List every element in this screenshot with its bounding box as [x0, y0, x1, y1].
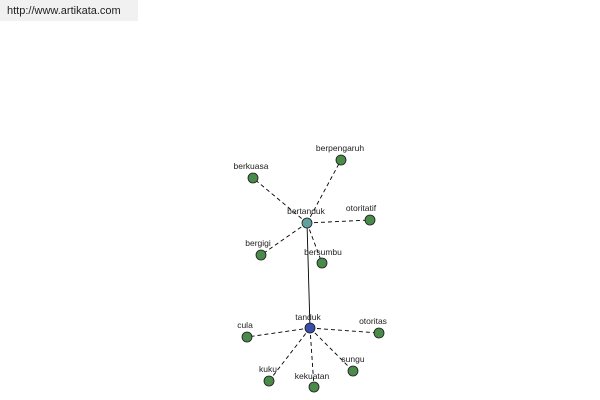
label-sungu: sungu: [341, 354, 364, 364]
label-bergigi: bergigi: [245, 238, 271, 248]
label-berpengaruh: berpengaruh: [316, 143, 364, 153]
graph-nodes: [241, 154, 385, 393]
label-bertanduk: bertanduk: [287, 206, 326, 216]
node-kekuatan[interactable]: [308, 381, 320, 393]
edge-tanduk-otoritas: [309, 327, 380, 334]
label-kekuatan: kekuatan: [295, 371, 330, 381]
edge-bertanduk-tanduk: [306, 222, 311, 329]
label-cula: cula: [237, 320, 253, 330]
node-bergigi[interactable]: [255, 249, 267, 261]
label-kuku: kuku: [259, 364, 277, 374]
label-otoritas: otoritas: [359, 316, 387, 326]
node-kuku[interactable]: [263, 375, 275, 387]
edge-tanduk-kekuatan: [309, 327, 315, 388]
edge-bertanduk-berpengaruh: [306, 159, 342, 224]
graph-edges: [246, 159, 380, 388]
node-berpengaruh[interactable]: [335, 154, 347, 166]
edge-bertanduk-otoritatif: [306, 219, 371, 224]
edge-bertanduk-bersumbu: [306, 222, 323, 264]
source-url[interactable]: http://www.artikata.com: [0, 0, 138, 21]
edge-bertanduk-berkuasa: [252, 177, 308, 224]
node-sungu[interactable]: [347, 365, 359, 377]
label-tanduk: tanduk: [295, 312, 321, 322]
node-tanduk[interactable]: [304, 322, 316, 334]
node-bersumbu[interactable]: [316, 257, 328, 269]
node-otoritas[interactable]: [373, 327, 385, 339]
node-cula[interactable]: [241, 331, 253, 343]
label-berkuasa: berkuasa: [234, 161, 269, 171]
label-bersumbu: bersumbu: [304, 247, 342, 257]
edge-tanduk-sungu: [309, 327, 354, 372]
edge-tanduk-cula: [246, 327, 311, 338]
label-otoritatif: otoritatif: [346, 203, 377, 213]
node-bertanduk[interactable]: [301, 217, 313, 229]
edge-bertanduk-bergigi: [260, 222, 308, 256]
node-berkuasa[interactable]: [247, 172, 259, 184]
node-otoritatif[interactable]: [364, 214, 376, 226]
graph-labels: tanduk bertanduk berpengaruh berkuasa otorit…: [234, 143, 387, 381]
